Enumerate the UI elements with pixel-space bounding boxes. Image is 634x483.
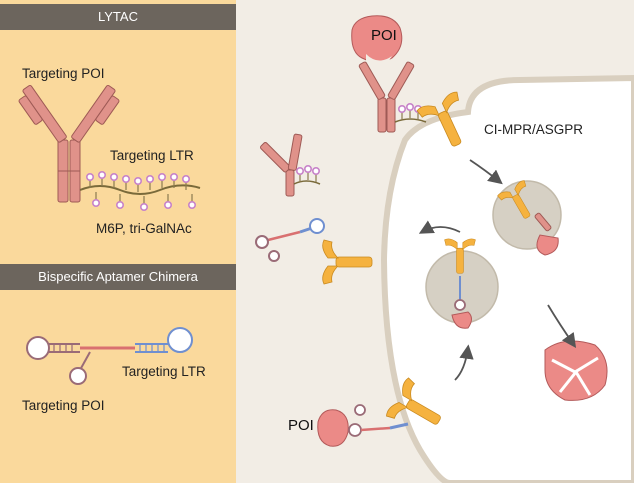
antibody-bound [358,61,427,133]
aptamer-bound [348,404,409,437]
aptamer-header: Bispecific Aptamer Chimera [0,264,236,290]
aptamer-chimera [26,327,193,385]
left-panel [0,0,236,483]
poi-top-label: POI [371,27,397,44]
lysosome-fragments [544,340,608,401]
receptor-recycled [322,239,373,285]
poi-bottom [317,409,349,447]
lytac-antibody [18,84,120,203]
endosome-middle [425,238,499,329]
receptor-label: CI-MPR/ASGPR [484,122,583,137]
aptamer-targeting-poi-label: Targeting POI [22,398,105,413]
free-lytac [260,133,321,197]
lytac-glycan-label: M6P, tri-GalNAc [96,221,192,236]
glycan-chain [79,171,201,211]
cell-membrane [380,74,634,483]
lytac-header: LYTAC [0,4,236,30]
lytac-targeting-poi-label: Targeting POI [22,66,105,81]
endosome-upper [492,179,562,256]
poi-bottom-label: POI [288,417,314,434]
aptamer-targeting-ltr-label: Targeting LTR [122,364,206,379]
free-aptamer [255,218,325,262]
poi-top [351,15,403,66]
lytac-targeting-ltr-label: Targeting LTR [110,148,194,163]
arrows [418,159,577,381]
